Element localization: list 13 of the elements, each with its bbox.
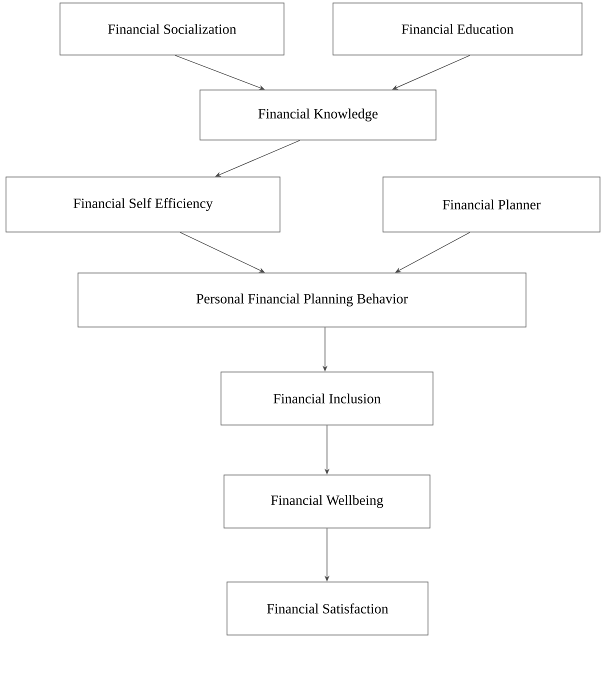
arrow	[395, 232, 470, 273]
process-box: Financial Planner	[382, 176, 600, 232]
process-box: Financial Knowledge	[200, 90, 436, 140]
arrow	[392, 55, 470, 90]
arrow	[215, 140, 300, 177]
process-box: Personal Financial Planning Behavior	[78, 272, 526, 328]
process-box: Financial Inclusion	[220, 372, 434, 426]
arrow	[180, 232, 265, 273]
process-box: Financial Self Efficiency	[6, 176, 280, 232]
process-box: Financial Wellbeing	[224, 474, 430, 528]
process-box: Financial Education	[332, 2, 582, 56]
process-box: Financial Socialization	[60, 2, 284, 56]
process-box: Financial Satisfaction	[226, 582, 428, 636]
